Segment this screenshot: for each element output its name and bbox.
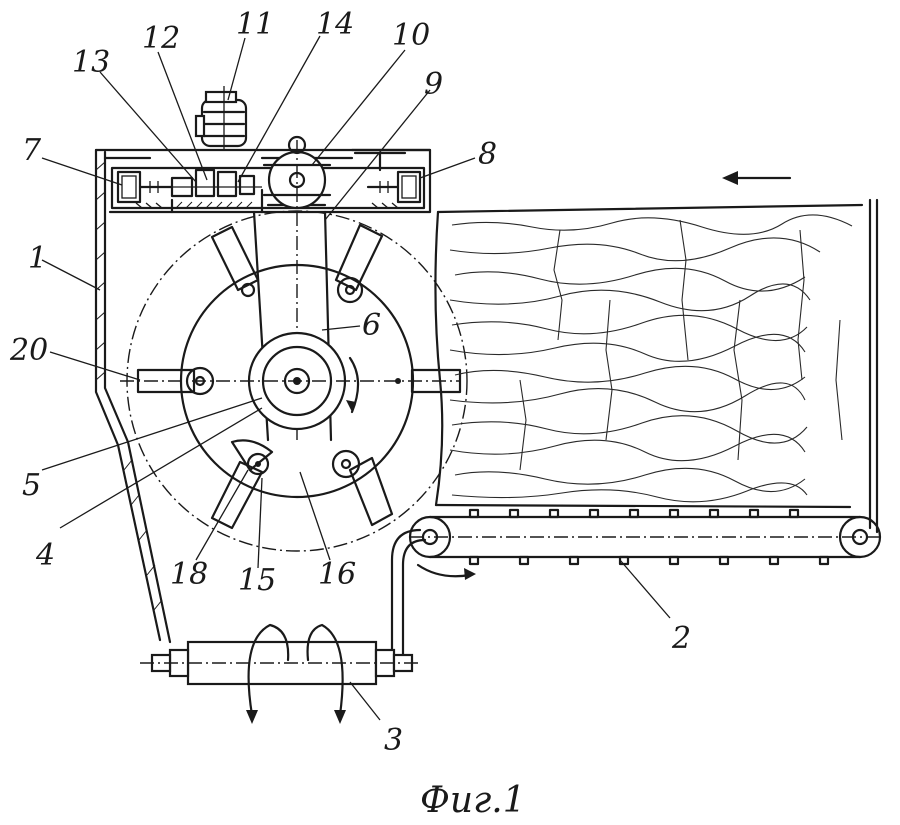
straw-bale <box>434 171 864 509</box>
back-wall <box>868 198 879 534</box>
rotor <box>120 210 468 552</box>
housing-hatch <box>95 161 163 611</box>
label-14: 14 <box>316 7 354 42</box>
conveyor-2 <box>408 508 882 580</box>
figure-caption: Фиг.1 <box>420 780 526 821</box>
label-1: 1 <box>28 241 47 276</box>
beater-left-20 <box>136 366 215 396</box>
label-18: 18 <box>170 557 208 592</box>
label-15: 15 <box>238 563 276 598</box>
conveyor-slats <box>468 508 830 566</box>
label-10: 10 <box>392 18 430 53</box>
reference-numerals: 1 2 3 4 5 6 7 8 9 10 11 12 13 14 15 16 1… <box>9 7 691 758</box>
top-mechanism <box>110 86 426 214</box>
label-20: 20 <box>9 333 48 368</box>
leader-lines <box>41 35 671 721</box>
label-6: 6 <box>362 308 381 343</box>
label-11: 11 <box>236 7 274 42</box>
label-3: 3 <box>384 723 403 758</box>
beater-top-right <box>334 223 384 304</box>
label-2: 2 <box>671 621 691 656</box>
auger-3 <box>140 623 420 724</box>
label-13: 13 <box>72 45 110 80</box>
beater-bottom-right <box>331 449 394 527</box>
beater-right <box>395 368 462 394</box>
beater-top-left <box>210 225 260 298</box>
motor-11 <box>194 86 248 150</box>
label-12: 12 <box>142 21 180 56</box>
beater-bottom-left-18 <box>210 439 274 530</box>
label-4: 4 <box>35 538 55 573</box>
label-7: 7 <box>22 133 42 168</box>
label-8: 8 <box>478 137 497 172</box>
label-16: 16 <box>318 557 356 592</box>
label-5: 5 <box>22 468 41 503</box>
label-9: 9 <box>424 67 443 102</box>
